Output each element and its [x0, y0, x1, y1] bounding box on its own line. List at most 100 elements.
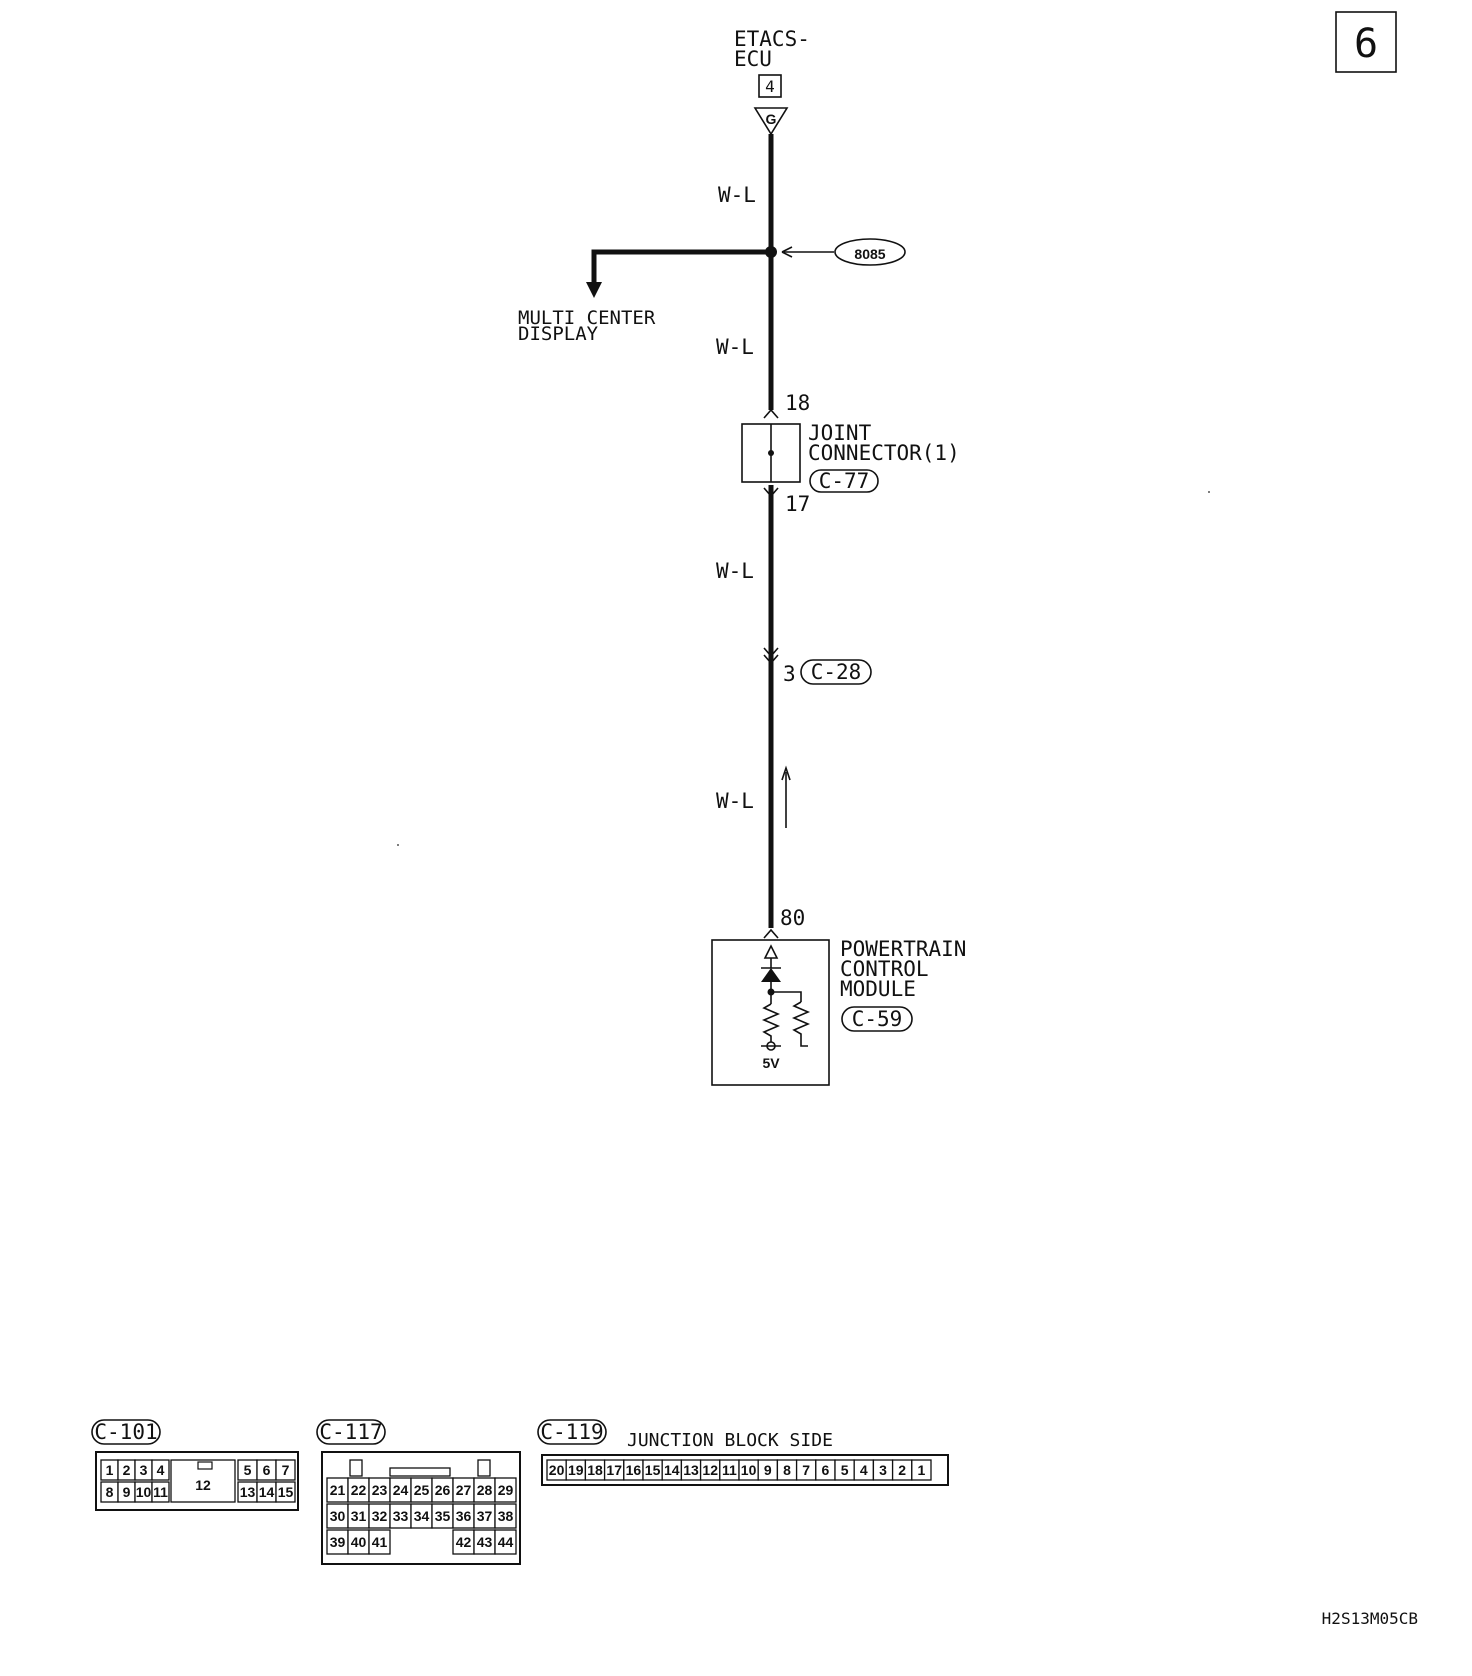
connector-pin-label: 43	[477, 1534, 493, 1550]
signal-direction-arrow-icon	[781, 765, 791, 781]
connector-pin-label: 29	[498, 1482, 514, 1498]
connector-pin-label: 21	[330, 1482, 346, 1498]
splice-id: 8085	[854, 246, 885, 262]
connector-pin-label: 34	[414, 1508, 430, 1524]
connector-pin-label: 3	[879, 1462, 887, 1478]
joint-pin-out: 17	[785, 492, 810, 516]
connector-pin-cell	[494, 1477, 517, 1503]
connector-pin-label: 36	[456, 1508, 472, 1524]
diagram-code: H2S13M05CB	[1322, 1609, 1418, 1628]
connector-caption: JUNCTION BLOCK SIDE	[627, 1430, 833, 1451]
connector-pin-label: 14	[259, 1484, 275, 1500]
sense-resistor-icon	[791, 1001, 811, 1047]
connector-pin-label: 2	[898, 1462, 906, 1478]
joint-inner-dot	[768, 450, 774, 456]
connector-pin-label: 30	[330, 1508, 346, 1524]
connector-pin-label: 6	[822, 1462, 830, 1478]
branch-arrow-icon	[586, 282, 602, 298]
etacs-label-line2: ECU	[734, 47, 772, 71]
connector-pin-label: 14	[664, 1462, 680, 1478]
wire-color-4: W-L	[716, 789, 754, 813]
pull-up-resistor-icon	[761, 1003, 781, 1042]
connector-pin-cell	[275, 1481, 296, 1503]
connector-pin-cell	[494, 1503, 517, 1529]
connector-pin-label: 3	[140, 1462, 148, 1478]
page-number: 6	[1354, 21, 1378, 67]
connector-pin-label: 41	[372, 1534, 388, 1550]
pcm-pin: 80	[780, 906, 805, 930]
inline-connector-pin: 3	[783, 662, 796, 686]
connector-pin-cell	[151, 1481, 170, 1503]
etacs-terminal-box	[758, 74, 782, 98]
inline-connector-id-badge	[800, 659, 872, 685]
connector-pin-label: 9	[123, 1484, 131, 1500]
inline-connector-id: C-28	[811, 660, 862, 684]
pcm-line1: POWERTRAIN	[840, 937, 966, 961]
connector-pin-cell	[368, 1529, 391, 1555]
multi-center-line1: MULTI CENTER	[518, 307, 656, 329]
joint-connector-line2: CONNECTOR(1)	[808, 441, 960, 465]
connector-pin-label: 42	[456, 1534, 472, 1550]
connector-pin-label: 5	[841, 1462, 849, 1478]
joint-connector-line1: JOINT	[808, 421, 872, 445]
pcm-voltage: 5V	[762, 1055, 780, 1071]
connector-pin-label: 15	[645, 1462, 661, 1478]
connector-pin-label: 17	[606, 1462, 622, 1478]
connector-latch	[349, 1459, 363, 1477]
connector-pin-label: 4	[157, 1462, 165, 1478]
connector-pin-label: 13	[683, 1462, 699, 1478]
connector-pin-label: 32	[372, 1508, 388, 1524]
connector-pin-label: 6	[263, 1462, 271, 1478]
connector-id-badge	[537, 1419, 607, 1445]
connector-pin-label: 1	[918, 1462, 926, 1478]
connector-pin-label: 9	[764, 1462, 772, 1478]
connector-pin-label: 7	[282, 1462, 290, 1478]
connector-pin-label: 8	[783, 1462, 791, 1478]
scan-dot	[397, 844, 399, 846]
connector-pin-label: 40	[351, 1534, 367, 1550]
connector-pin-label: 23	[372, 1482, 388, 1498]
scan-dot	[1208, 491, 1210, 493]
connector-pin-label: 4	[860, 1462, 868, 1478]
connector-pin-cell	[170, 1459, 236, 1503]
connector-pin-label: 25	[414, 1482, 430, 1498]
joint-out-arrow-icon	[763, 487, 779, 498]
connector-id-badge	[316, 1419, 386, 1445]
connector-pin-label: 1	[106, 1462, 114, 1478]
connector-pin-cell	[275, 1459, 296, 1481]
connector-pin-label: 27	[456, 1482, 472, 1498]
connector-id-label: C-101	[94, 1420, 157, 1444]
inline-connector-icon	[763, 647, 779, 665]
joint-connector-id: C-77	[819, 469, 870, 493]
ground-triangle-icon	[753, 107, 789, 136]
connector-latch	[477, 1459, 491, 1477]
branch-wire	[591, 249, 771, 286]
connector-id-label: C-119	[540, 1420, 603, 1444]
connector-pin-label: 26	[435, 1482, 451, 1498]
connector-pin-label: 12	[195, 1477, 211, 1493]
connector-pin-label: 38	[498, 1508, 514, 1524]
connector-pin-cell	[151, 1459, 170, 1481]
connector-pin-label: 39	[330, 1534, 346, 1550]
ground-symbol-label: G	[766, 111, 777, 127]
etacs-label-line1: ETACS-	[734, 27, 810, 51]
connector-pin-cell	[494, 1529, 517, 1555]
connector-pin-label: 33	[393, 1508, 409, 1524]
joint-connector-id-badge	[809, 469, 879, 493]
connector-pin-label: 15	[278, 1484, 294, 1500]
connector-pin-label: 10	[741, 1462, 757, 1478]
splice-pointer-arrow-icon	[781, 246, 793, 258]
connector-pin-label: 35	[435, 1508, 451, 1524]
connector-pin-label: 5	[244, 1462, 252, 1478]
connector-pin-label: 7	[802, 1462, 810, 1478]
connector-pin-label: 2	[123, 1462, 131, 1478]
connector-latch	[197, 1461, 213, 1470]
pcm-connector-id: C-59	[852, 1007, 903, 1031]
joint-pin-in: 18	[785, 391, 810, 415]
connector-pin-label: 11	[722, 1462, 737, 1478]
connector-pin-label: 22	[351, 1482, 367, 1498]
wire-color-3: W-L	[716, 559, 754, 583]
pcm-branch-wire	[771, 991, 802, 1002]
